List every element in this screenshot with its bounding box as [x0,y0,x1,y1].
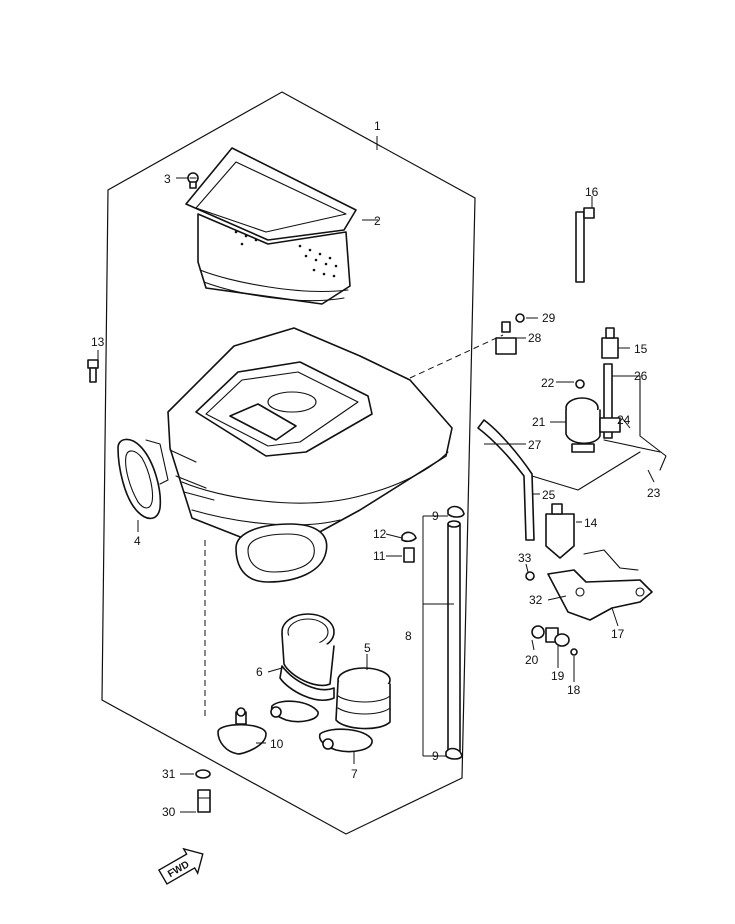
air-cleaner-case [167,327,453,583]
callout-16: 16 [585,185,599,199]
callout-23: 23 [647,486,661,500]
callout-6: 6 [256,665,263,679]
intake-duct-part-6 [279,613,335,701]
clip-part-16 [575,207,595,283]
callout-26: 26 [634,369,648,383]
callout-17: 17 [611,627,625,641]
clamps-part-7 [270,700,373,753]
air-filter-element [185,147,357,305]
cap-parts-11-12 [401,531,417,563]
forward-arrow-icon: FWD [157,847,204,885]
callout-labels: 1 2 3 4 5 6 7 8 9 9 10 11 12 13 14 15 16… [91,119,661,819]
callout-24: 24 [617,413,631,427]
callout-9-bottom: 9 [432,749,439,763]
callout-10: 10 [270,737,284,751]
callout-14: 14 [584,516,598,530]
callout-21: 21 [532,415,546,429]
callout-19: 19 [551,669,565,683]
connector-parts-28-29 [495,313,525,355]
bracket-parts-17-32 [547,549,653,621]
leader-lines [97,136,655,813]
callout-31: 31 [162,767,176,781]
callout-9-top: 9 [432,509,439,523]
callout-13: 13 [91,335,105,349]
callout-25: 25 [542,488,556,502]
hardware-parts-18-20-33 [525,571,578,656]
callout-29: 29 [542,311,556,325]
callout-12: 12 [373,527,387,541]
solenoid-part-14 [545,503,575,559]
drain-part-10 [217,707,267,755]
callout-15: 15 [634,342,648,356]
callout-7: 7 [351,767,358,781]
callout-18: 18 [567,683,581,697]
fitting-part-15 [601,327,619,359]
gasket-part-4 [117,438,169,520]
callout-27: 27 [528,438,542,452]
assembly-frame [101,91,476,835]
callout-8: 8 [405,629,412,643]
callout-22: 22 [541,376,555,390]
callout-1: 1 [374,119,381,133]
callout-11: 11 [373,549,386,563]
bolt-part-13 [87,359,99,383]
screw-part-3 [187,172,199,189]
intake-boot-part-5 [335,667,391,730]
callout-28: 28 [528,331,542,345]
callout-3: 3 [164,172,171,186]
callout-30: 30 [162,805,176,819]
callout-32: 32 [529,593,543,607]
callout-4: 4 [134,534,141,548]
callout-5: 5 [364,641,371,655]
callout-20: 20 [525,653,539,667]
dashed-connectors [204,334,504,720]
drain-plug-parts-30-31 [195,769,211,813]
callout-2: 2 [374,214,381,228]
hose-part-8 [445,505,465,760]
valve-part-21 [565,379,621,453]
callout-33: 33 [518,551,532,565]
